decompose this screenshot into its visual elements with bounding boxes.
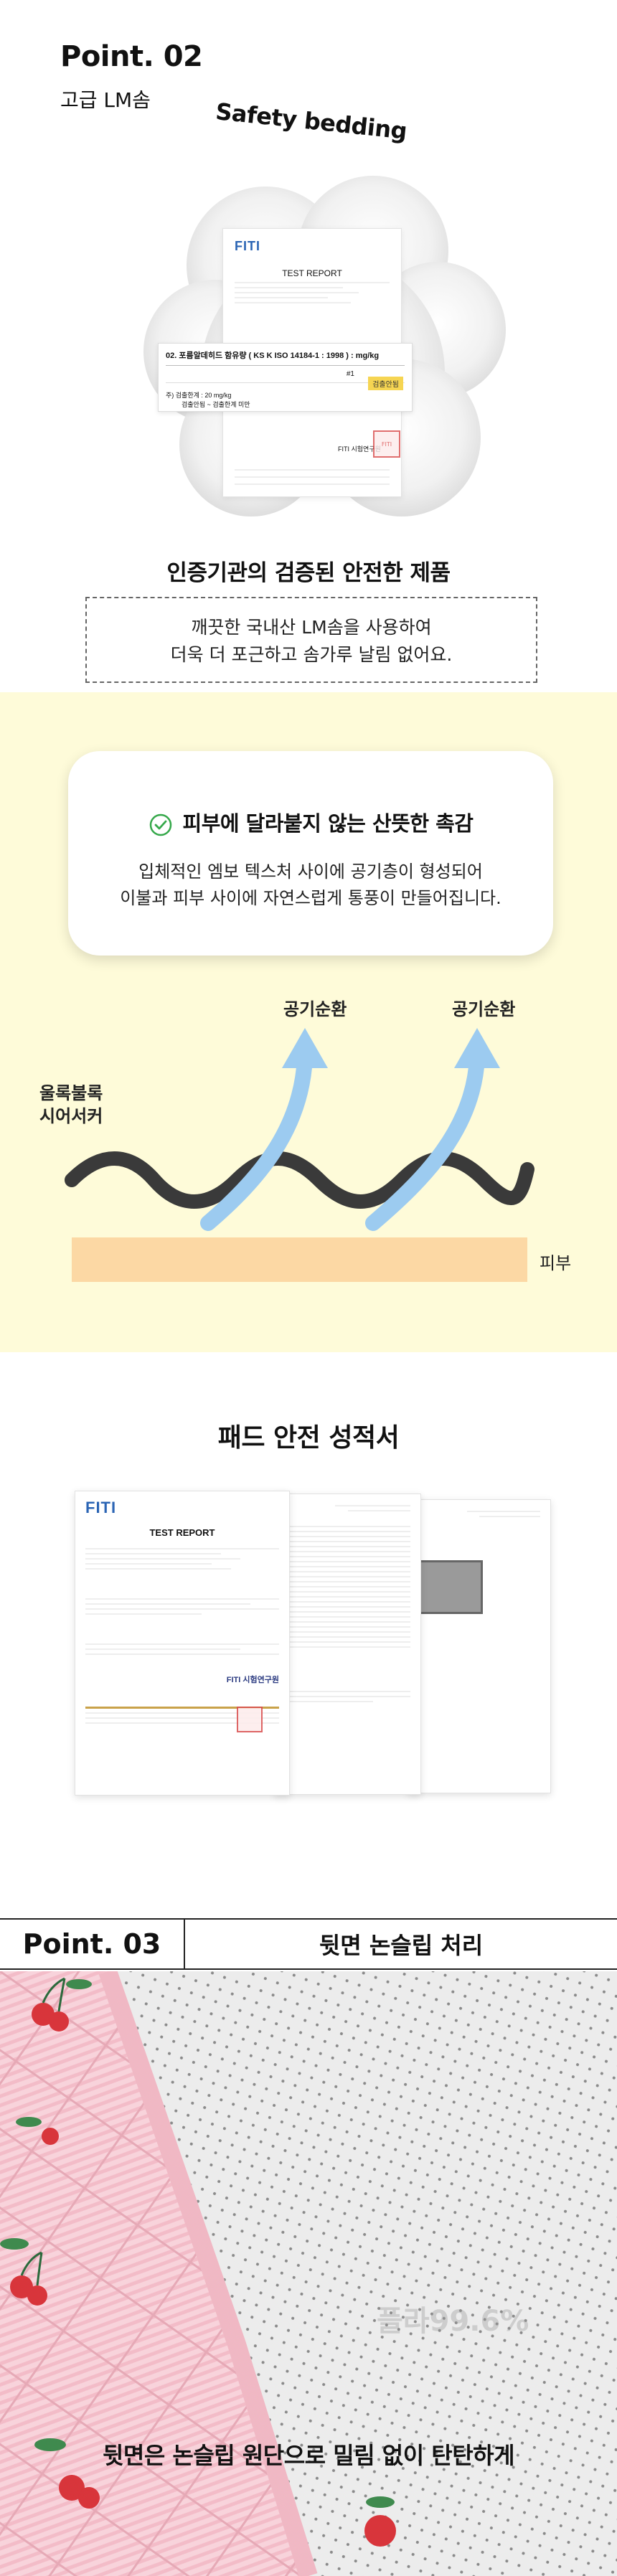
fiti-logo: FITI xyxy=(235,239,260,253)
description-line-2: 더욱 더 포근하고 솜가루 날림 없어요. xyxy=(170,643,453,665)
description-line-1: 깨끗한 국내산 LM솜을 사용하여 xyxy=(191,617,432,638)
fabric-watermark: 플라99.6% xyxy=(377,2305,529,2338)
feature-body: 입체적인 엠보 텍스처 사이에 공기층이 형성되어 이불과 피부 사이에 자연스… xyxy=(68,859,553,912)
non-slip-dotted-back xyxy=(108,1971,617,2576)
airflow-arrow-left xyxy=(200,1050,313,1231)
arrow-head-left-icon xyxy=(282,1028,328,1068)
verify-heading: 인증기관의 검증된 안전한 제품 xyxy=(166,560,451,586)
report-page-2 xyxy=(274,1494,421,1795)
pink-binding-edge xyxy=(98,1971,318,2576)
description-box: 깨끗한 국내산 LM솜을 사용하여 더욱 더 포근하고 솜가루 날림 없어요. xyxy=(85,597,537,683)
fabric-label-line-2: 시어서커 xyxy=(39,1106,103,1127)
point3-caption: 뒷면은 논슬립 원단으로 밀림 없이 탄탄하게 xyxy=(102,2442,515,2469)
feature-body-line-2: 이불과 피부 사이에 자연스럽게 통풍이 만들어집니다. xyxy=(120,888,501,909)
breathable-feature-section: 피부에 달라붙지 않는 산뜻한 촉감 입체적인 엠보 텍스처 사이에 공기층이 … xyxy=(0,692,617,1352)
note-detection-limit: 주) 검출한계 : 20 mg/kg xyxy=(166,392,232,399)
point2-subtitle: 고급 LM솜 xyxy=(60,88,151,112)
pad-report-title: TEST REPORT xyxy=(149,1527,215,1538)
sample-label: #1 xyxy=(346,370,354,378)
feature-heading-row: 피부에 달라붙지 않는 산뜻한 촉감 xyxy=(68,807,553,837)
safety-bedding-arc-text: Safety bedding xyxy=(214,98,408,145)
pad-fiti-logo: FITI xyxy=(85,1499,117,1516)
pad-lab-name: FITI 시험연구원 xyxy=(226,1676,279,1684)
skin-bar xyxy=(72,1237,527,1282)
fabric-label: 울록불록 시어서커 xyxy=(39,1082,103,1128)
report-page-3 xyxy=(408,1499,551,1793)
feature-card: 피부에 달라붙지 않는 산뜻한 촉감 입체적인 엠보 텍스처 사이에 공기층이 … xyxy=(68,751,553,956)
formaldehyde-result-overlay: 02. 포름알데히드 함유량 ( KS K ISO 14184-1 : 1998… xyxy=(158,343,413,412)
report-title: TEST REPORT xyxy=(282,268,342,278)
report-lab-name: FITI 시험연구원 xyxy=(338,445,381,453)
note-not-detected: 검출안됨 ~ 검출한계 미만 xyxy=(182,401,250,408)
airflow-label-right: 공기순환 xyxy=(452,999,516,1019)
airflow-label-left: 공기순환 xyxy=(283,999,347,1019)
lab-seal-stamp: FITI xyxy=(373,430,400,458)
cherry-pattern xyxy=(0,1977,396,2547)
point3-subtitle: 뒷면 논슬립 처리 xyxy=(319,1932,484,1959)
point3-header-bar: Point. 03 뒷면 논슬립 처리 xyxy=(0,1918,617,1970)
fabric-illustration xyxy=(0,1971,617,2576)
report-page-1: FITI TEST REPORT FITI 시험연구원 xyxy=(75,1491,290,1796)
sample-photo xyxy=(418,1560,483,1614)
seersucker-wave xyxy=(65,1151,534,1209)
airflow-diagram-graphic xyxy=(65,1028,534,1282)
non-slip-fabric-photo: 플라99.6% xyxy=(0,1971,617,2576)
result-badge: 검출안됨 xyxy=(368,377,403,390)
skin-label: 피부 xyxy=(540,1253,572,1273)
pad-report-heading: 패드 안전 성적서 xyxy=(217,1423,400,1453)
test-item-label: 02. 포름알데히드 함유량 ( KS K ISO 14184-1 : 1998… xyxy=(166,352,380,360)
pad-seal-stamp xyxy=(237,1707,263,1732)
feature-heading: 피부에 달라붙지 않는 산뜻한 촉감 xyxy=(182,811,474,836)
arrow-head-right-icon xyxy=(454,1028,500,1068)
feature-body-line-1: 입체적인 엠보 텍스처 사이에 공기층이 형성되어 xyxy=(138,862,483,882)
check-circle-icon xyxy=(149,813,171,836)
point3-title: Point. 03 xyxy=(0,1920,185,1968)
fabric-label-line-1: 울록불록 xyxy=(39,1083,103,1103)
airflow-diagram: 공기순환 공기순환 울록불록 시어서커 피부 xyxy=(0,999,617,1309)
airflow-arrow-right xyxy=(365,1050,485,1231)
point2-section: Point. 02 고급 LM솜 Safety bedding FITI TES… xyxy=(0,0,617,689)
point2-title: Point. 02 xyxy=(60,40,203,73)
